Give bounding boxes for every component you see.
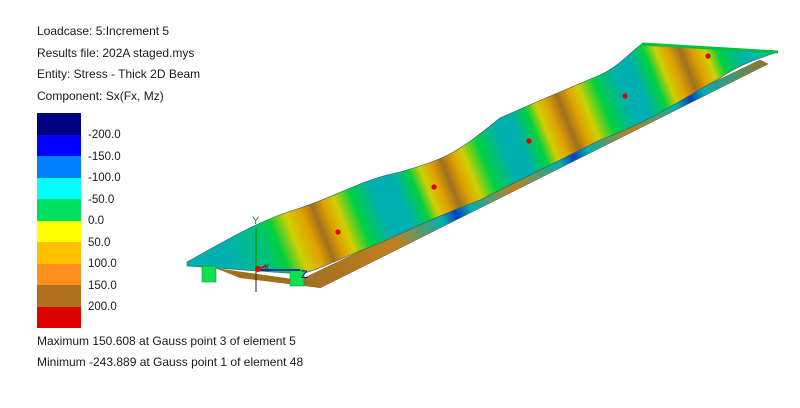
legend-label: -100.0 <box>88 172 121 184</box>
entity-text: Entity: Stress - Thick 2D Beam <box>37 67 201 81</box>
legend-label: -50.0 <box>88 194 115 206</box>
minimum-text: Minimum -243.889 at Gauss point 1 of ele… <box>37 355 304 369</box>
maximum-text: Maximum 150.608 at Gauss point 3 of elem… <box>37 334 296 348</box>
stress-marker <box>526 138 532 144</box>
results-file-text: Results file: 202A staged.mys <box>37 46 195 60</box>
legend-swatch <box>37 220 81 242</box>
legend-label: 200.0 <box>88 301 117 313</box>
legend-swatch <box>37 177 81 199</box>
axis-triad: Y Z X <box>252 215 308 292</box>
legend-swatch <box>37 134 81 156</box>
stress-marker <box>622 93 628 99</box>
legend-label: 0.0 <box>88 215 104 227</box>
legend-label: 50.0 <box>88 237 111 249</box>
legend-swatch <box>37 199 81 221</box>
stress-marker <box>335 229 341 235</box>
legend-swatch <box>37 156 81 178</box>
deck-edge <box>641 42 779 54</box>
legend-label: 150.0 <box>88 280 117 292</box>
legend-swatch <box>37 263 81 285</box>
legend-label: -200.0 <box>88 129 121 141</box>
legend-swatch <box>37 285 81 307</box>
contour-legend-bar <box>37 113 81 328</box>
stress-marker <box>431 184 437 190</box>
legend-swatch <box>37 306 81 328</box>
y-axis-label: Y <box>252 215 260 227</box>
component-text: Component: Sx(Fx, Mz) <box>37 89 164 103</box>
legend-swatch <box>37 113 81 135</box>
legend-label: 100.0 <box>88 258 117 270</box>
legend-label: -150.0 <box>88 151 121 163</box>
support-left <box>201 265 217 283</box>
loadcase-text: Loadcase: 5:Increment 5 <box>37 24 170 38</box>
beam-deck <box>186 43 779 275</box>
axis-origin <box>255 266 261 272</box>
z-axis-label: Z <box>301 269 308 281</box>
beam-underside <box>299 59 769 289</box>
stress-marker <box>705 53 711 59</box>
x-axis-label: X <box>264 263 270 272</box>
legend-swatch <box>37 242 81 264</box>
